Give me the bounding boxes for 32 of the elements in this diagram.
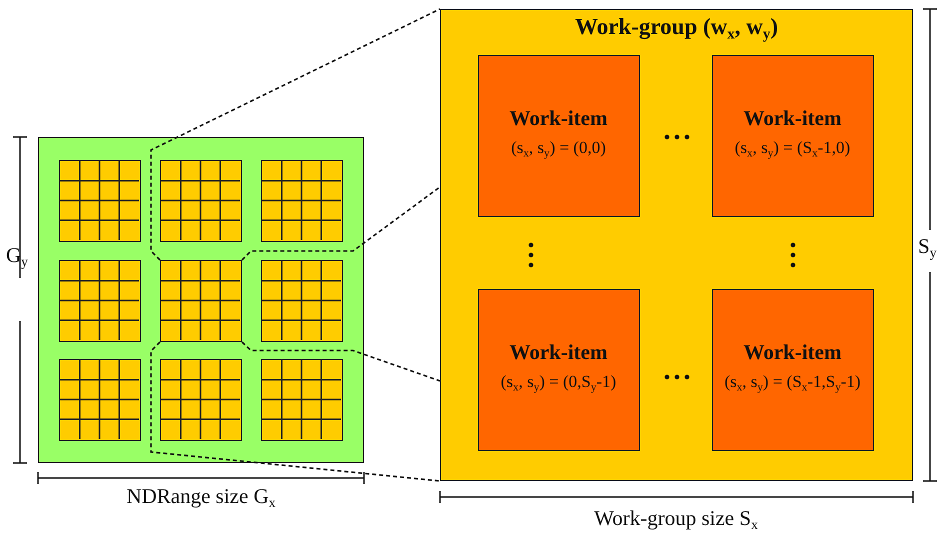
work-item-box [478, 54, 640, 216]
work-item-box [712, 54, 874, 216]
work-item-title: Work-item [742, 340, 842, 364]
work-item-box [478, 288, 640, 450]
coordinate-text: (s$_{x}$, s$_{y}$) = (0,S$_{y}$-1) [500, 372, 618, 393]
work-group-panel [440, 9, 913, 481]
zoom-line [150, 8, 440, 261]
dimension-label: S$_{y}$ [918, 234, 937, 262]
work-group-grid [260, 260, 342, 342]
work-group-grid [260, 160, 342, 242]
coordinate-text: (s$_{x}$, s$_{y}$) = (S$_{x}$-1,S$_{y}$-1) [723, 372, 862, 393]
coordinate-text: (s$_{x}$, s$_{y}$) = (S$_{x}$-1,0) [734, 138, 852, 159]
work-group-grid [160, 260, 242, 342]
work-item-box [712, 288, 874, 450]
work-group-grid [58, 160, 140, 242]
zoom-line [241, 341, 440, 382]
work-item-title: Work-item [508, 340, 608, 364]
zoom-line [150, 341, 440, 482]
work-group-grid [160, 358, 242, 440]
work-item-title: Work-item [508, 106, 608, 130]
work-group-grid [58, 358, 140, 440]
dimension-label: Work-group size S$_{x}$ [593, 506, 759, 534]
zoom-line [241, 186, 440, 261]
coordinate-text: (s$_{x}$, s$_{y}$) = (0,0) [510, 138, 607, 159]
ndrange-box [38, 137, 364, 463]
work-group-grid [260, 358, 342, 440]
work-group-grid [58, 260, 140, 342]
work-group-grid [160, 160, 242, 242]
work-item-title: Work-item [742, 106, 842, 130]
work-group-title: Work-group (w$_{x}$, w$_{y}$) [574, 14, 780, 44]
dimension-label: NDRange size G$_{x}$ [125, 484, 277, 512]
dimension-label: G$_{y}$ [6, 243, 28, 270]
